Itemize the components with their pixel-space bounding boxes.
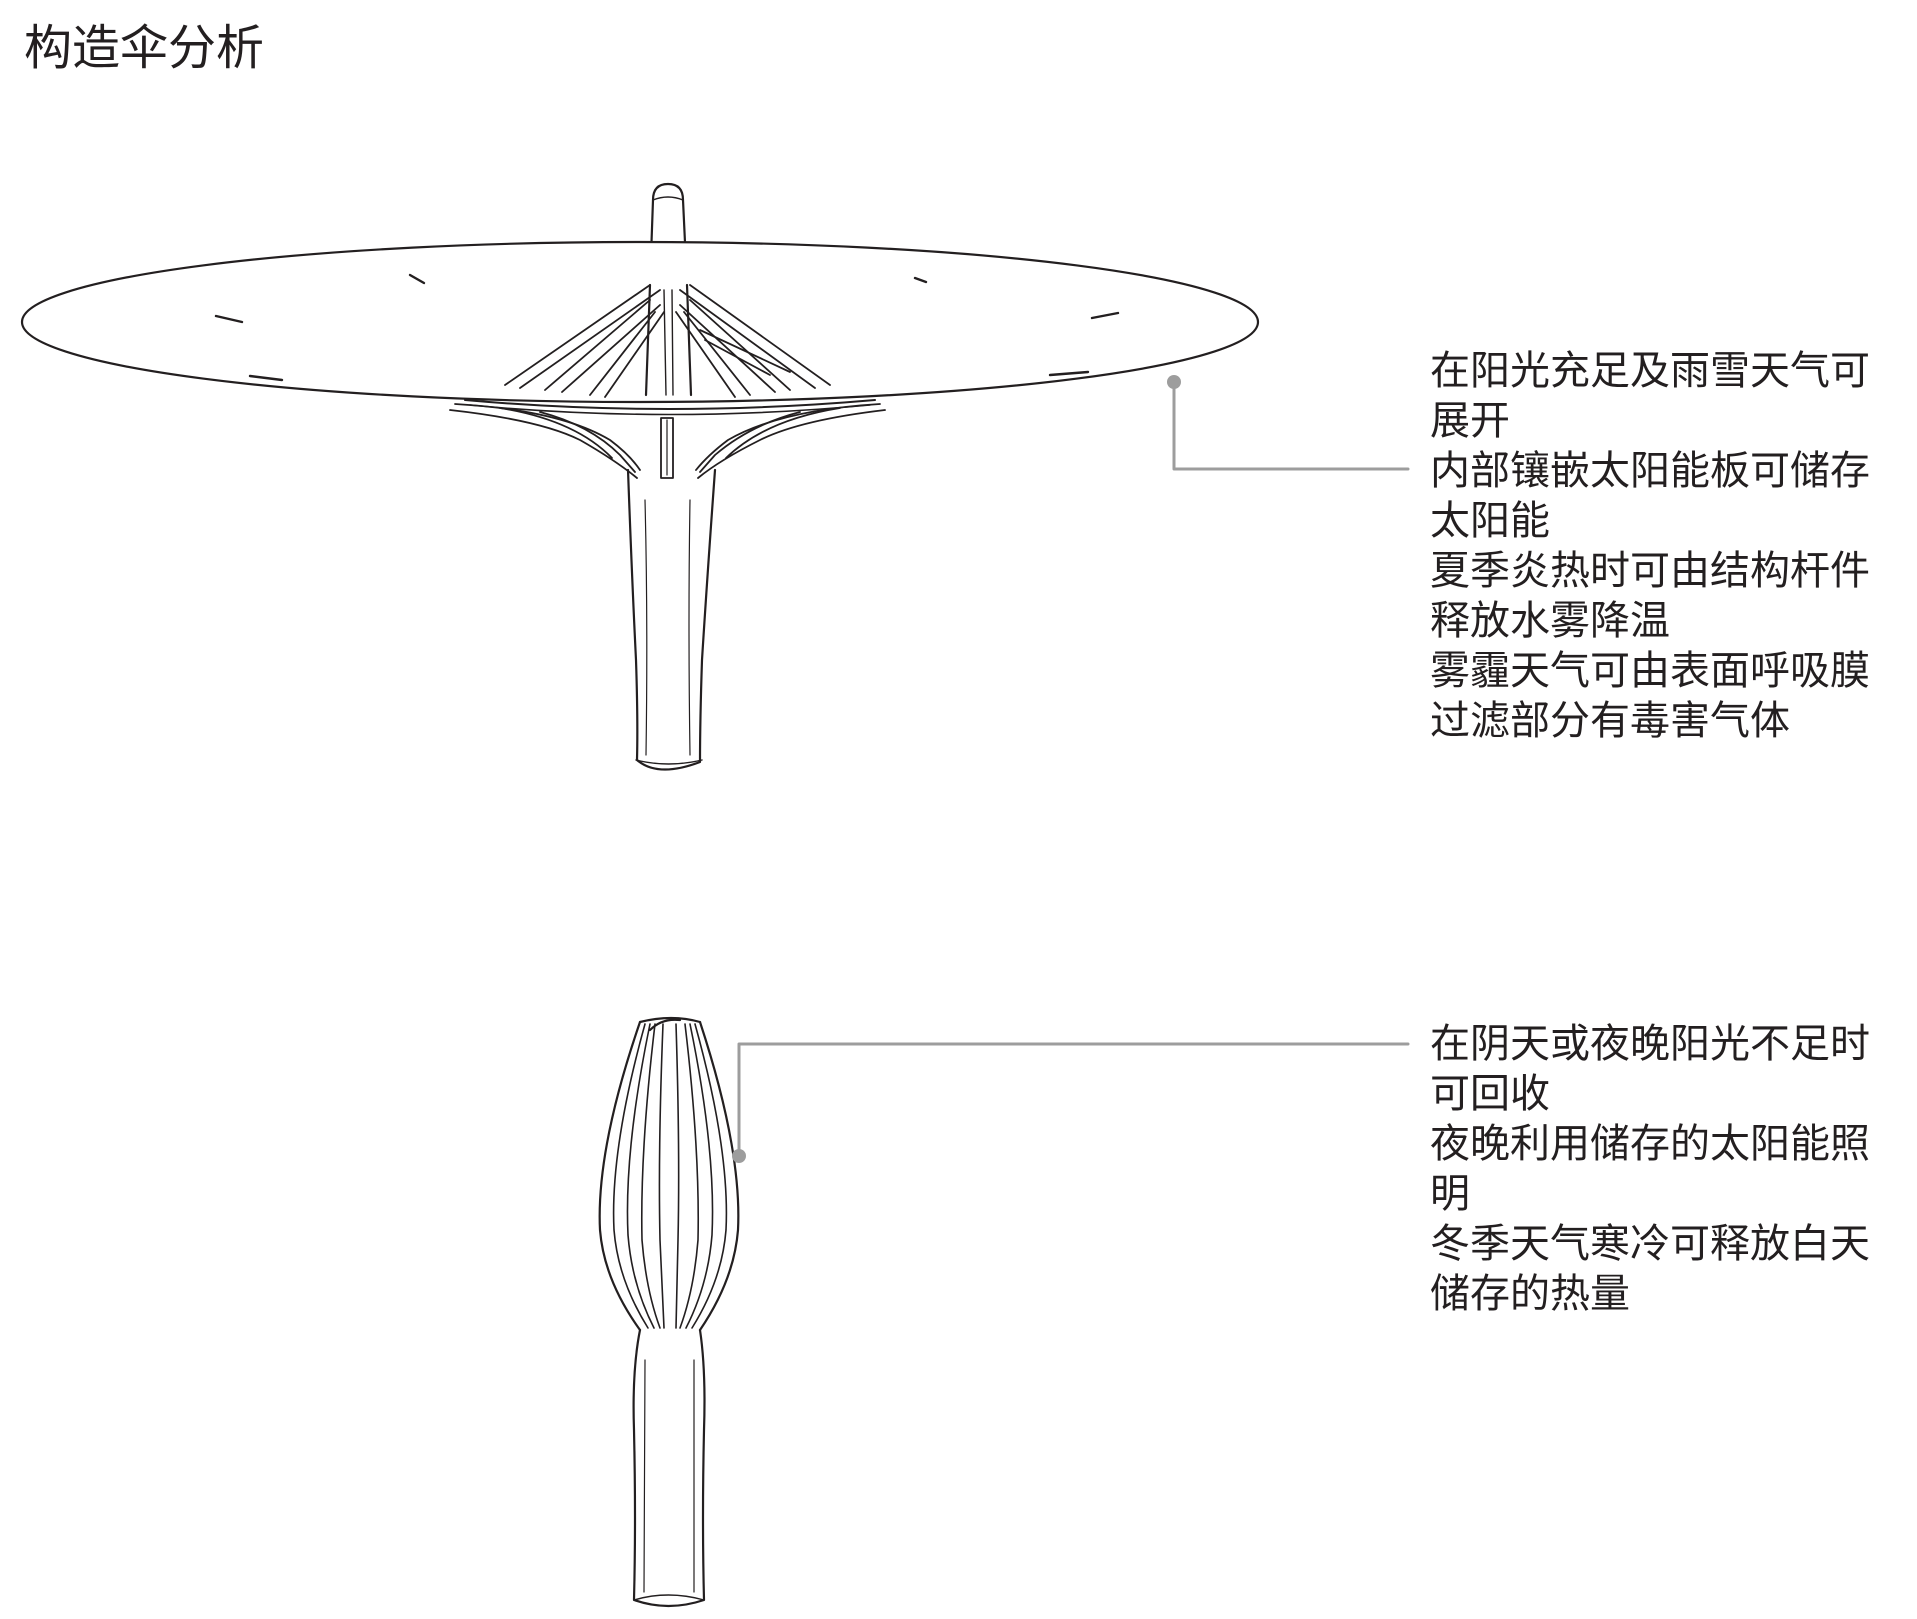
open-state-notes: 在阳光充足及雨雪天气可 展开 内部镶嵌太阳能板可储存 太阳能 夏季炎热时可由结构… (1430, 346, 1910, 746)
note-line: 展开 (1430, 398, 1510, 444)
note-line: 明 (1430, 1171, 1470, 1217)
open-umbrella-drawing (20, 182, 1410, 771)
note-line: 释放水雾降温 (1430, 598, 1670, 644)
note-line: 过滤部分有毒害气体 (1430, 698, 1790, 744)
closed-umbrella-drawing (598, 1016, 1410, 1608)
closed-pod (598, 1020, 740, 1332)
note-line: 在阳光充足及雨雪天气可 (1430, 348, 1870, 394)
note-line: 夏季炎热时可由结构杆件 (1430, 548, 1870, 594)
open-finial (648, 182, 689, 287)
bracket-wings (449, 403, 886, 479)
canopy-struts (504, 284, 831, 398)
page-title: 构造伞分析 (24, 20, 265, 76)
note-line: 太阳能 (1430, 498, 1550, 544)
closed-trunk (632, 1328, 706, 1608)
canopy-slits (214, 273, 1120, 382)
note-line: 雾霾天气可由表面呼吸膜 (1430, 648, 1870, 694)
note-line: 夜晚利用储存的太阳能照 (1430, 1121, 1870, 1167)
note-line: 储存的热量 (1430, 1271, 1630, 1317)
closed-state-notes: 在阴天或夜晚阳光不足时 可回收 夜晚利用储存的太阳能照 明 冬季天气寒冷可释放白… (1430, 1019, 1910, 1319)
note-line: 在阴天或夜晚阳光不足时 (1430, 1021, 1870, 1067)
open-trunk (626, 468, 717, 771)
note-line: 内部镶嵌太阳能板可储存 (1430, 448, 1870, 494)
note-line: 可回收 (1430, 1071, 1550, 1117)
note-line: 冬季天气寒冷可释放白天 (1430, 1221, 1870, 1267)
